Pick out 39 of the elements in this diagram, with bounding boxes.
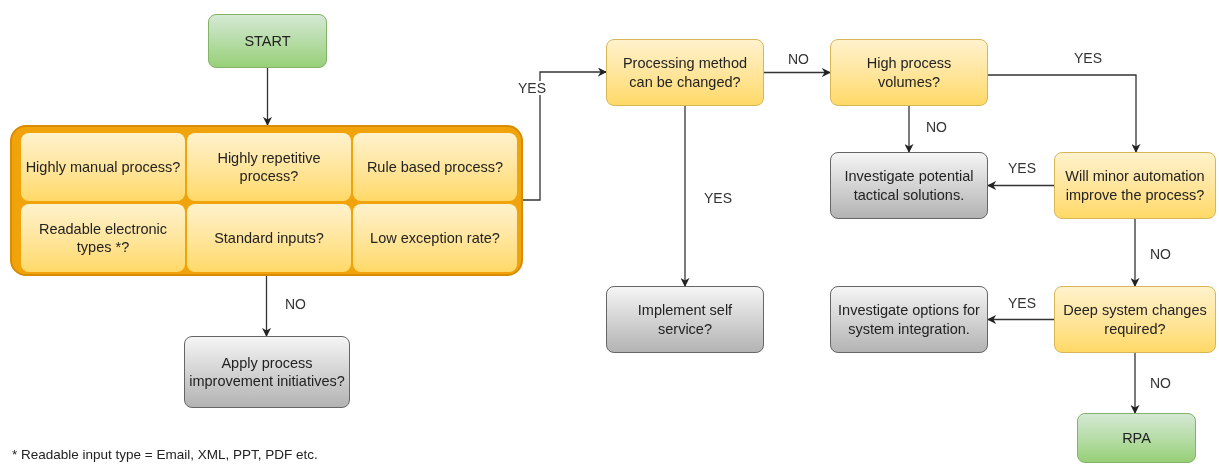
decision-box: Processing method can be changed? xyxy=(606,39,764,106)
action-box: Apply process improvement initiatives? xyxy=(184,336,350,408)
decision-box: Deep system changes required? xyxy=(1054,286,1216,353)
arrow xyxy=(987,74,1141,153)
edge-label: NO xyxy=(1148,247,1173,261)
criteria-group-box xyxy=(10,125,523,276)
action-box: Investigate options for system integration. xyxy=(830,286,988,353)
decision-box: Will minor automation improve the process? xyxy=(1054,152,1216,219)
criterion-box: Rule based process? xyxy=(353,133,517,201)
edge-label: YES xyxy=(702,191,734,205)
edge-label: NO xyxy=(283,297,308,311)
arrow xyxy=(1130,352,1140,414)
arrow xyxy=(987,315,1055,324)
arrow xyxy=(987,181,1055,190)
footnote: * Readable input type = Email, XML, PPT, PDF etc. xyxy=(12,448,318,462)
edge-label: NO xyxy=(786,52,811,66)
criterion-box: Highly repetitive process? xyxy=(187,133,351,201)
edge-label: YES xyxy=(1006,296,1038,310)
edge-label: YES xyxy=(1006,161,1038,175)
edge-label: NO xyxy=(1148,376,1173,390)
action-box: Investigate potential tactical solutions. xyxy=(830,152,988,219)
edge-label: NO xyxy=(924,120,949,134)
criterion-box: Readable electronic types *? xyxy=(21,204,185,272)
arrow xyxy=(1130,218,1140,287)
edge-label: YES xyxy=(516,81,548,95)
criterion-box: Highly manual process? xyxy=(21,133,185,201)
arrow xyxy=(522,67,607,201)
decision-box: High process volumes? xyxy=(830,39,988,106)
arrow xyxy=(262,275,271,337)
criterion-box: Standard inputs? xyxy=(187,204,351,272)
criterion-box: Low exception rate? xyxy=(353,204,517,272)
terminal-box: RPA xyxy=(1077,413,1196,463)
arrow xyxy=(263,67,272,126)
arrow xyxy=(904,105,914,153)
arrow xyxy=(763,68,831,77)
arrow xyxy=(680,105,690,287)
edge-label: YES xyxy=(1072,51,1104,65)
terminal-box: START xyxy=(208,14,327,68)
action-box: Implement self service? xyxy=(606,286,764,353)
